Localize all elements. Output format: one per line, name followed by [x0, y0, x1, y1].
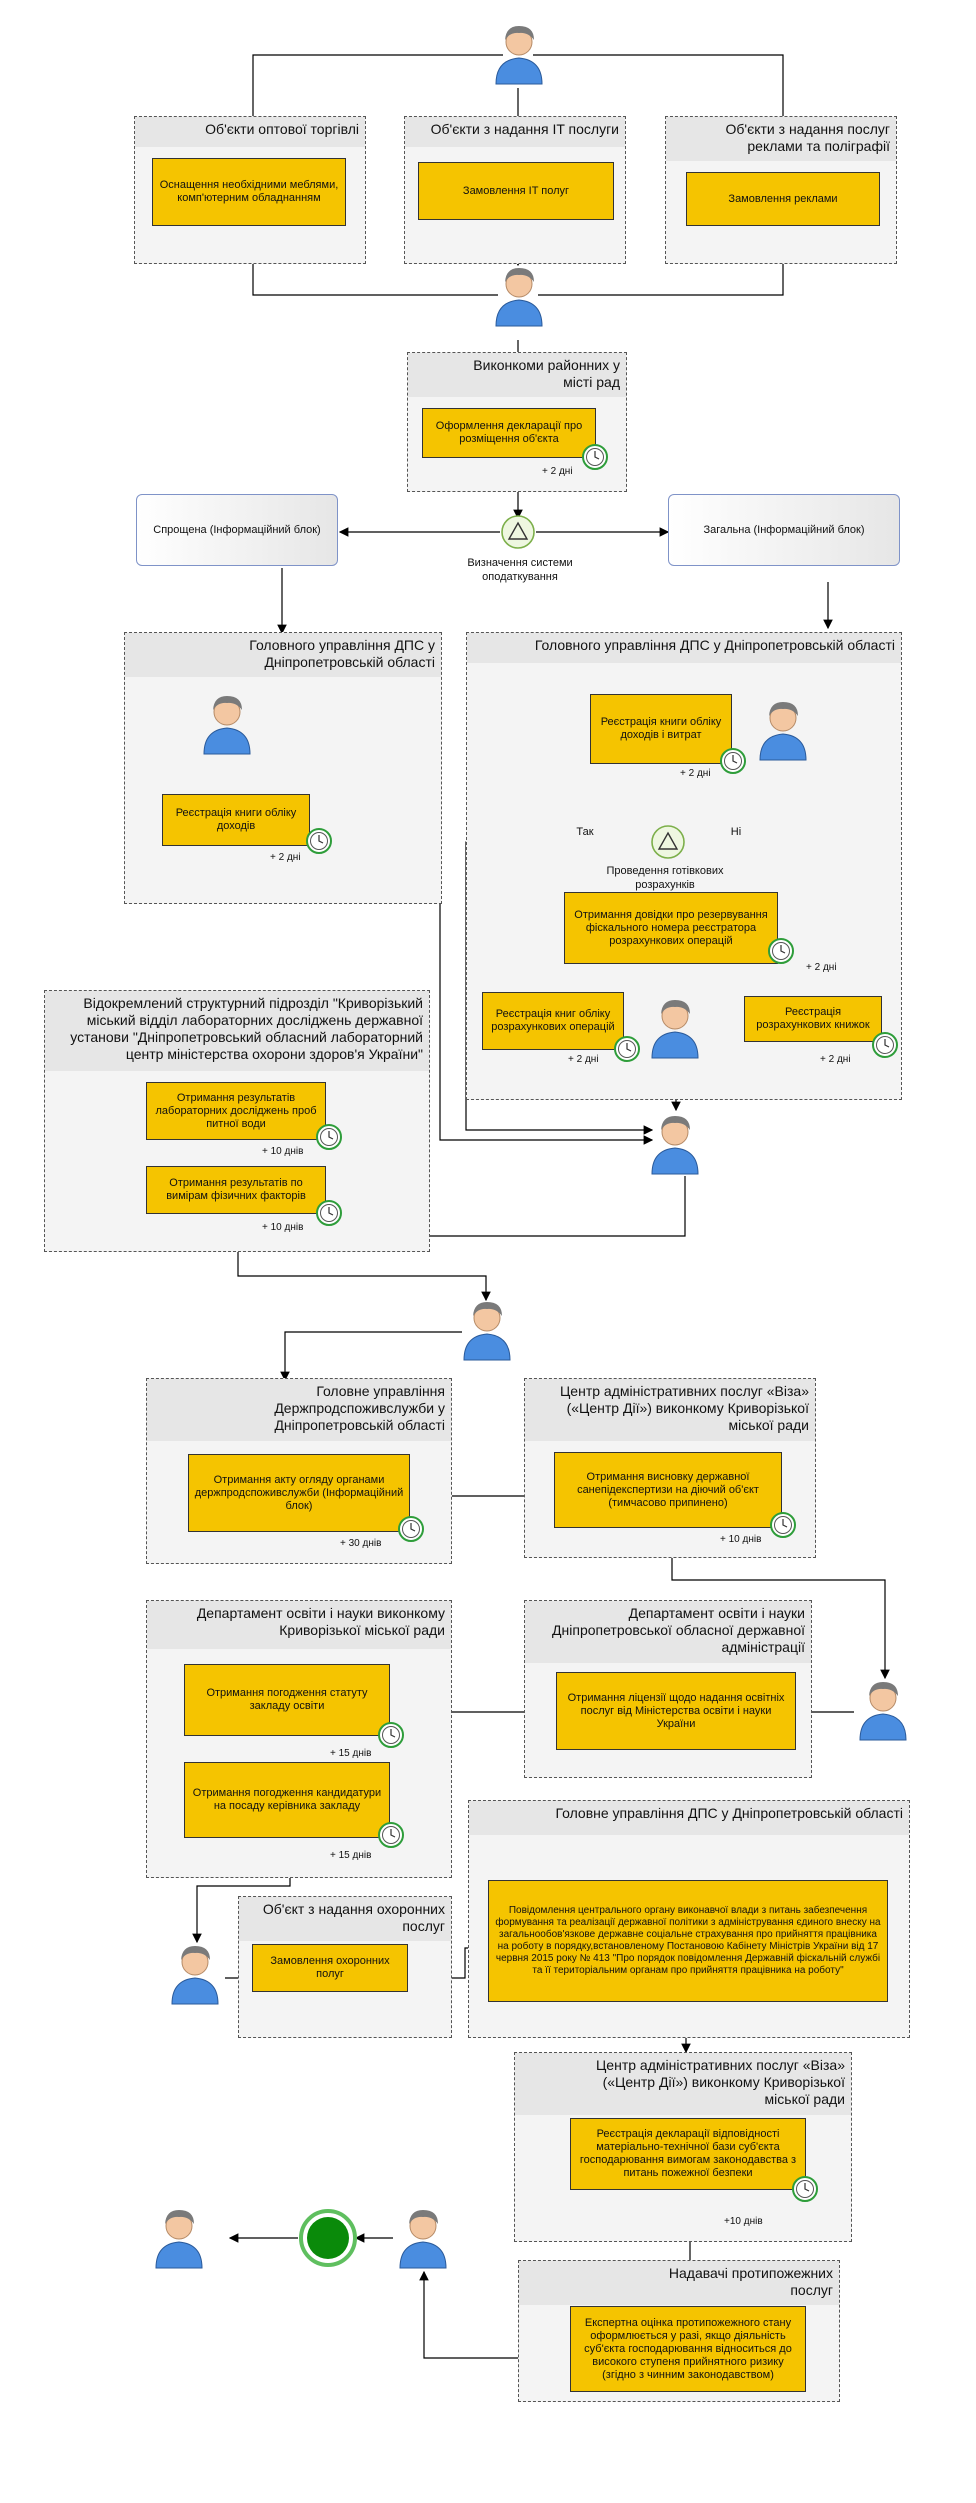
group-title: Центр адміністративних послуг «Віза» («Ц…	[595, 2057, 845, 2107]
task-security-order[interactable]: Замовлення охоронних полуг	[252, 1944, 408, 1992]
timer-icon	[316, 1124, 342, 1150]
duration-label: + 2 дні	[270, 852, 301, 863]
gateway-triangle-icon	[501, 515, 535, 549]
user-icon	[651, 1000, 699, 1059]
timer-icon	[378, 1722, 404, 1748]
task-charter[interactable]: Отримання погодження статуту закладу осв…	[184, 1664, 390, 1736]
user-icon	[203, 696, 251, 755]
task-notify[interactable]: Повідомлення центрального органу виконав…	[488, 1880, 888, 2002]
timer-icon	[872, 1032, 898, 1058]
task-furniture[interactable]: Оснащення необхідними меблями, комп'ютер…	[152, 158, 346, 226]
task-license[interactable]: Отримання ліцензії щодо надання освітніх…	[556, 1672, 796, 1750]
timer-icon	[770, 1512, 796, 1538]
task-sanitary[interactable]: Отримання висновку державної санепідексп…	[554, 1452, 782, 1528]
duration-label: +10 днів	[724, 2216, 763, 2227]
duration-label: + 15 днів	[330, 1850, 372, 1861]
group-title: Об'єкти з надання послуг реклами та полі…	[725, 121, 891, 154]
group-lab: Відокремлений структурний підрозділ "Кри…	[44, 990, 430, 1252]
timer-icon	[768, 938, 794, 964]
duration-label: + 2 дні	[568, 1054, 599, 1065]
task-water[interactable]: Отримання результатів лабораторних дослі…	[146, 1082, 326, 1140]
group-title: Об'єкти з надання IT послуги	[430, 121, 619, 137]
info-general[interactable]: Загальна (Інформаційний блок)	[668, 494, 900, 566]
duration-label: + 10 днів	[720, 1534, 762, 1545]
group-title: Виконкоми районних у місті рад	[473, 357, 620, 390]
task-rro-books[interactable]: Реєстрація книг обліку розрахункових опе…	[482, 992, 624, 1050]
duration-label: + 15 днів	[330, 1748, 372, 1759]
group-dps-left: Головного управління ДПС у Дніпропетровс…	[124, 632, 442, 904]
duration-label: + 2 дні	[820, 1054, 851, 1065]
user-icon	[651, 1116, 699, 1175]
end-event-icon	[299, 2209, 357, 2267]
timer-icon	[720, 748, 746, 774]
task-book-income[interactable]: Реєстрація книги обліку доходів	[162, 794, 310, 846]
user-icon	[155, 2210, 203, 2269]
info-simplified[interactable]: Спрощена (Інформаційний блок)	[136, 494, 338, 566]
group-title: Об'єкти оптової торгівлі	[205, 121, 359, 137]
task-declaration[interactable]: Оформлення декларації про розміщення об'…	[422, 408, 596, 458]
user-icon	[399, 2210, 447, 2269]
timer-icon	[582, 444, 608, 470]
gateway-no: Ні	[730, 826, 742, 838]
duration-label: + 2 дні	[680, 768, 711, 779]
duration-label: + 2 дні	[806, 962, 837, 973]
user-icon	[463, 1302, 511, 1361]
gateway-label-tax: Визначення системи оподаткування	[467, 557, 573, 583]
task-inspection[interactable]: Отримання акту огляду органами держпродс…	[188, 1454, 410, 1532]
group-title: Відокремлений структурний підрозділ "Кри…	[70, 995, 423, 1062]
task-fiscal-number[interactable]: Отримання довідки про резервування фіска…	[564, 892, 778, 964]
gateway-yes: Так	[576, 826, 594, 838]
gateway-label-cash: Проведення готівкових розрахунків	[606, 865, 724, 891]
group-title: Департамент освіти і науки виконкому Кри…	[196, 1605, 445, 1638]
timer-icon	[792, 2176, 818, 2202]
timer-icon	[306, 828, 332, 854]
task-head[interactable]: Отримання погодження кандидатури на поса…	[184, 1762, 390, 1838]
timer-icon	[398, 1516, 424, 1542]
task-fire-declaration[interactable]: Реєстрація декларації відповідності мате…	[570, 2118, 806, 2190]
task-book-income-expense[interactable]: Реєстрація книги обліку доходів і витрат	[590, 694, 732, 764]
timer-icon	[316, 1200, 342, 1226]
user-icon	[171, 1946, 219, 2005]
task-ads-order[interactable]: Замовлення реклами	[686, 172, 880, 226]
group-title: Центр адміністративних послуг «Віза» («Ц…	[559, 1383, 809, 1433]
group-title: Головного управління ДПС у Дніпропетровс…	[534, 637, 895, 653]
duration-label: + 10 днів	[262, 1146, 304, 1157]
task-it-order[interactable]: Замовлення IT полуг	[418, 162, 614, 220]
duration-label: + 10 днів	[262, 1222, 304, 1233]
group-title: Головне управління ДПС у Дніпропетровськ…	[555, 1805, 903, 1821]
group-title: Департамент освіти і науки Дніпропетровс…	[552, 1605, 805, 1655]
task-fire-expert[interactable]: Експертна оцінка протипожежного стану оф…	[570, 2306, 806, 2392]
user-icon	[495, 268, 543, 327]
group-title: Головне управління Держпродспоживслужби …	[274, 1383, 445, 1433]
group-title: Об'єкт з надання охоронних послуг	[262, 1901, 445, 1934]
duration-label: + 30 днів	[340, 1538, 382, 1549]
user-icon	[859, 1682, 907, 1741]
task-receipt-books[interactable]: Реєстрація розрахункових книжок	[744, 996, 882, 1042]
group-title: Головного управління ДПС у Дніпропетровс…	[249, 637, 435, 670]
timer-icon	[378, 1822, 404, 1848]
user-icon	[759, 702, 807, 761]
duration-label: + 2 дні	[542, 466, 573, 477]
timer-icon	[614, 1036, 640, 1062]
task-physical[interactable]: Отримання результатів по вимірам фізични…	[146, 1166, 326, 1214]
group-title: Надавачі протипожежних послуг	[668, 2265, 833, 2298]
gateway-triangle-icon	[651, 825, 685, 859]
user-icon	[495, 26, 543, 85]
